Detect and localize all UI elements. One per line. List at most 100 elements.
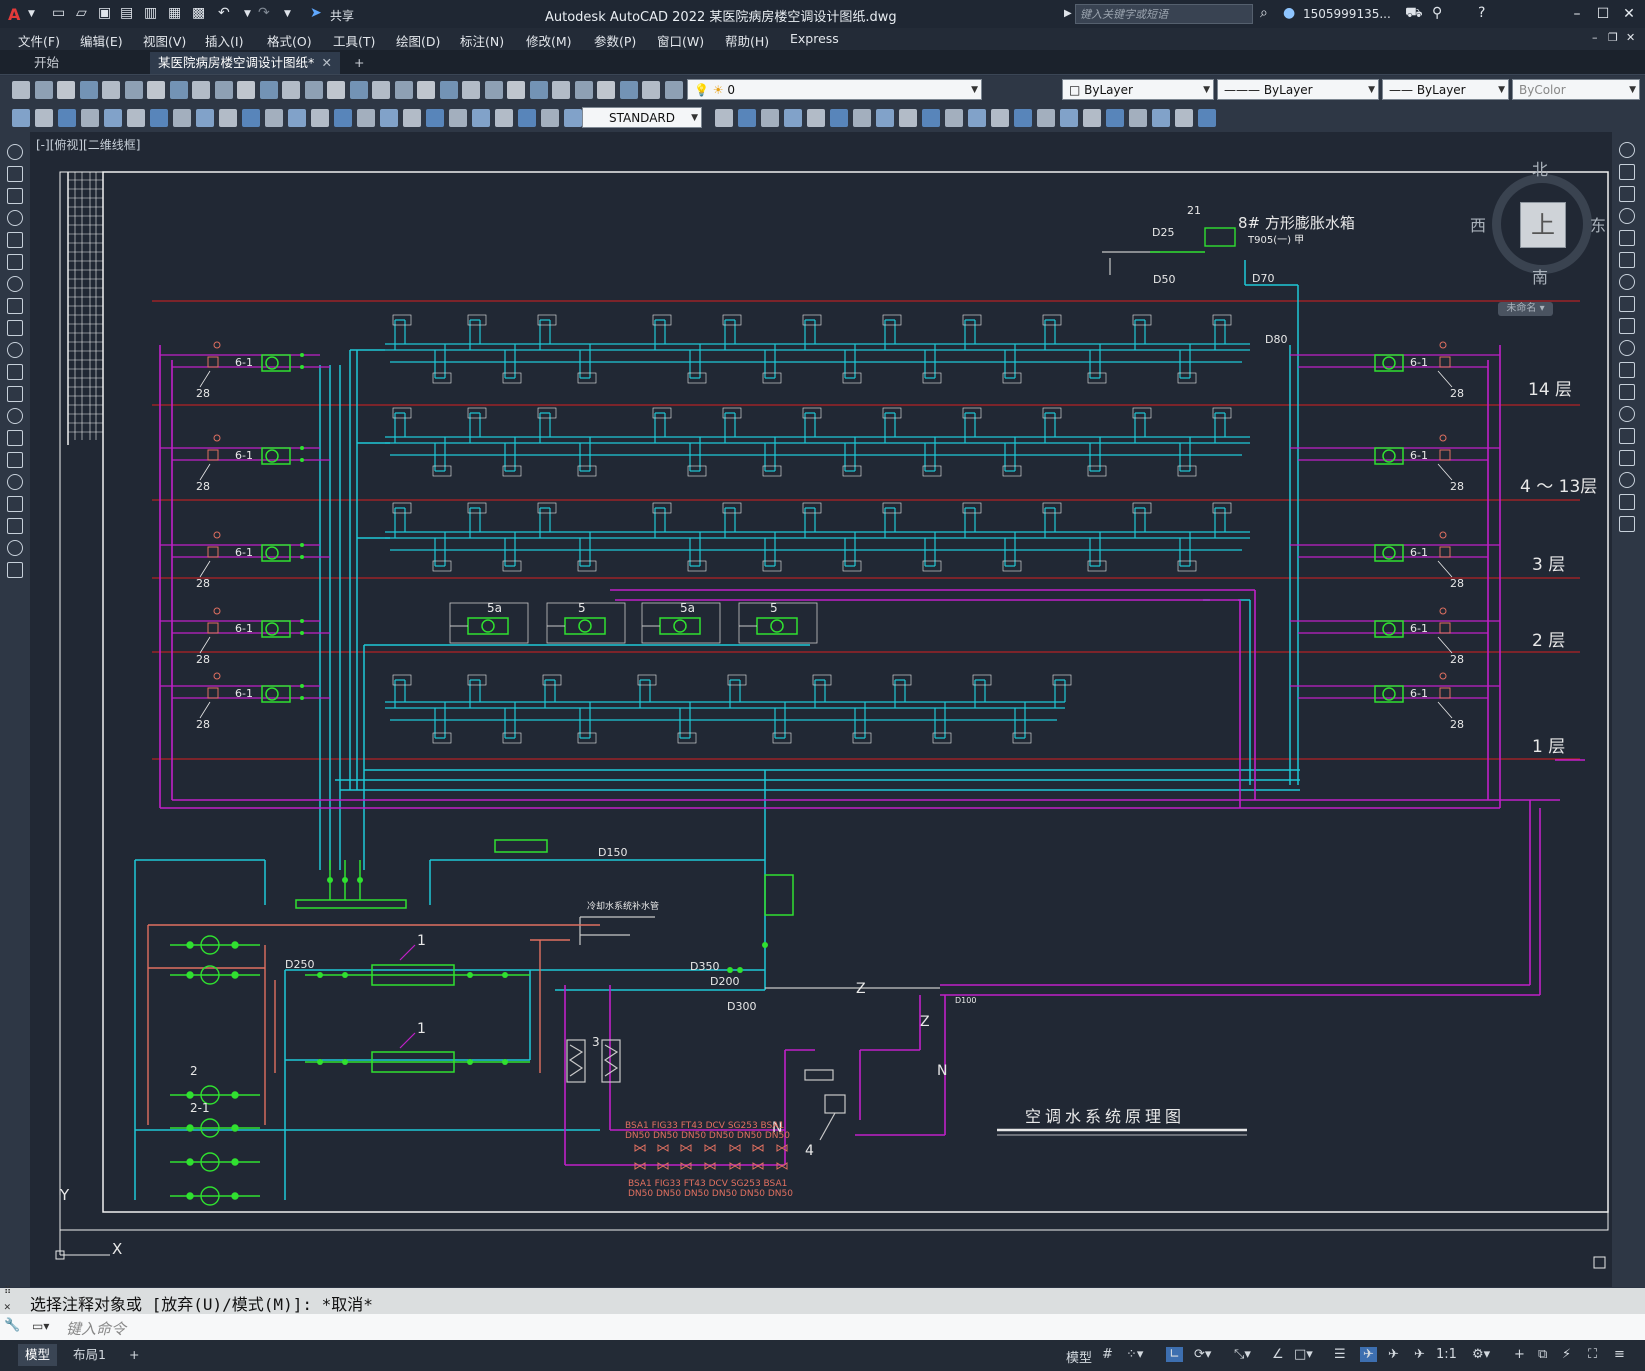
modify-tool-icon[interactable]	[449, 109, 467, 127]
tab-drawing[interactable]: 某医院病房楼空调设计图纸*✕	[150, 52, 340, 74]
cart-icon[interactable]: ⛟	[1405, 5, 1423, 21]
standard-tool-icon[interactable]	[462, 81, 480, 99]
edit-tool-icon[interactable]	[1619, 208, 1635, 224]
ortho-icon[interactable]: ∟	[1166, 1347, 1183, 1362]
draw-tool-icon[interactable]	[7, 474, 23, 490]
command-grip-icon[interactable]: ⠿	[4, 1286, 12, 1297]
standard-tool-icon[interactable]	[35, 81, 53, 99]
modify-tool-icon[interactable]	[738, 109, 756, 127]
modify-tool-icon[interactable]	[876, 109, 894, 127]
gear-icon[interactable]: ⚙▾	[1472, 1347, 1491, 1362]
menu-express[interactable]: Express	[790, 31, 839, 46]
modify-tool-icon[interactable]	[495, 109, 513, 127]
menu-dimension[interactable]: 标注(N)	[460, 34, 505, 49]
tab-start[interactable]: 开始	[26, 52, 146, 74]
menu-edit[interactable]: 编辑(E)	[80, 34, 123, 49]
draw-tool-icon[interactable]	[7, 320, 23, 336]
modify-tool-icon[interactable]	[922, 109, 940, 127]
compass-east[interactable]: 东	[1590, 216, 1607, 235]
viewport-controls[interactable]: [-][俯视][二维线框]	[36, 138, 141, 152]
drawing-canvas[interactable]: [-][俯视][二维线框] 14 层 4 ～ 13层 3 层 2 层 1 层	[30, 132, 1612, 1287]
user-icon[interactable]: ●	[1283, 5, 1296, 21]
standard-tool-icon[interactable]	[80, 81, 98, 99]
menu-window[interactable]: 窗口(W)	[657, 34, 705, 49]
edit-tool-icon[interactable]	[1619, 318, 1635, 334]
standard-tool-icon[interactable]	[237, 81, 255, 99]
standard-tool-icon[interactable]	[620, 81, 638, 99]
modify-tool-icon[interactable]	[1106, 109, 1124, 127]
polar-icon[interactable]: ⟳▾	[1194, 1347, 1212, 1362]
clean-screen-icon[interactable]: ⛶	[1588, 1347, 1598, 1362]
hardware-accel-icon[interactable]: ⚡	[1562, 1347, 1572, 1362]
modify-tool-icon[interactable]	[1175, 109, 1193, 127]
modify-tool-icon[interactable]	[219, 109, 237, 127]
doc-restore-icon[interactable]: ❐	[1608, 31, 1618, 44]
edit-tool-icon[interactable]	[1619, 384, 1635, 400]
modify-tool-icon[interactable]	[1083, 109, 1101, 127]
modify-tool-icon[interactable]	[899, 109, 917, 127]
standard-tool-icon[interactable]	[215, 81, 233, 99]
edit-tool-icon[interactable]	[1619, 252, 1635, 268]
compass-south[interactable]: 南	[1532, 268, 1549, 287]
redo-icon[interactable]: ↷	[258, 5, 270, 21]
draw-tool-icon[interactable]	[7, 452, 23, 468]
color-dropdown[interactable]: □ ByLayer▼	[1062, 79, 1214, 100]
modify-tool-icon[interactable]	[334, 109, 352, 127]
viewcube[interactable]: 上 北 南 西 东	[1468, 152, 1608, 287]
plot-preview-icon[interactable]: ▦	[168, 5, 182, 21]
viewcube-top-face[interactable]: 上	[1520, 202, 1566, 248]
draw-tool-icon[interactable]	[7, 210, 23, 226]
standard-tool-icon[interactable]	[282, 81, 300, 99]
modify-tool-icon[interactable]	[150, 109, 168, 127]
modify-tool-icon[interactable]	[426, 109, 444, 127]
edit-tool-icon[interactable]	[1619, 230, 1635, 246]
modify-tool-icon[interactable]	[403, 109, 421, 127]
modify-tool-icon[interactable]	[12, 109, 30, 127]
modify-tool-icon[interactable]	[81, 109, 99, 127]
wrench-icon[interactable]: 🔧	[4, 1318, 21, 1333]
standard-tool-icon[interactable]	[642, 81, 660, 99]
standard-tool-icon[interactable]	[597, 81, 615, 99]
modify-tool-icon[interactable]	[1060, 109, 1078, 127]
menu-insert[interactable]: 插入(I)	[205, 34, 244, 49]
menu-file[interactable]: 文件(F)	[18, 34, 60, 49]
minimize-button[interactable]: –	[1573, 6, 1581, 22]
search-icon[interactable]: ⌕	[1260, 5, 1268, 21]
modify-tool-icon[interactable]	[104, 109, 122, 127]
modify-tool-icon[interactable]	[991, 109, 1009, 127]
search-input[interactable]: 键入关键字或短语	[1075, 4, 1253, 24]
modify-tool-icon[interactable]	[58, 109, 76, 127]
draw-tool-icon[interactable]	[7, 364, 23, 380]
modify-tool-icon[interactable]	[853, 109, 871, 127]
command-close-icon[interactable]: ✕	[4, 1300, 11, 1313]
draw-tool-icon[interactable]	[7, 342, 23, 358]
modify-tool-icon[interactable]	[541, 109, 559, 127]
standard-tool-icon[interactable]	[260, 81, 278, 99]
draw-tool-icon[interactable]	[7, 496, 23, 512]
snap-icon[interactable]: ⁘▾	[1126, 1347, 1144, 1362]
draw-tool-icon[interactable]	[7, 188, 23, 204]
print-icon[interactable]: ▩	[192, 5, 206, 21]
standard-tool-icon[interactable]	[170, 81, 188, 99]
standard-tool-icon[interactable]	[372, 81, 390, 99]
modify-tool-icon[interactable]	[472, 109, 490, 127]
compass-west[interactable]: 西	[1470, 216, 1487, 235]
tab-layout1[interactable]: 布局1	[73, 1347, 106, 1362]
plus-icon[interactable]: +	[1514, 1347, 1525, 1362]
modify-tool-icon[interactable]	[715, 109, 733, 127]
draw-tool-icon[interactable]	[7, 232, 23, 248]
modify-tool-icon[interactable]	[173, 109, 191, 127]
draw-tool-icon[interactable]	[7, 298, 23, 314]
annotation-visibility-icon[interactable]: ✈	[1360, 1347, 1377, 1362]
doc-minimize-icon[interactable]: –	[1592, 31, 1598, 44]
menu-parametric[interactable]: 参数(P)	[594, 34, 637, 49]
share-icon[interactable]: ➤	[310, 5, 322, 21]
textstyle-dropdown[interactable]: STANDARD▼	[582, 107, 702, 128]
compass-ring[interactable]	[1492, 174, 1592, 274]
draw-tool-icon[interactable]	[7, 144, 23, 160]
help-icon[interactable]: ?	[1478, 5, 1486, 21]
standard-tool-icon[interactable]	[102, 81, 120, 99]
draw-tool-icon[interactable]	[7, 562, 23, 578]
edit-tool-icon[interactable]	[1619, 428, 1635, 444]
new-file-icon[interactable]: ▭	[52, 5, 66, 21]
